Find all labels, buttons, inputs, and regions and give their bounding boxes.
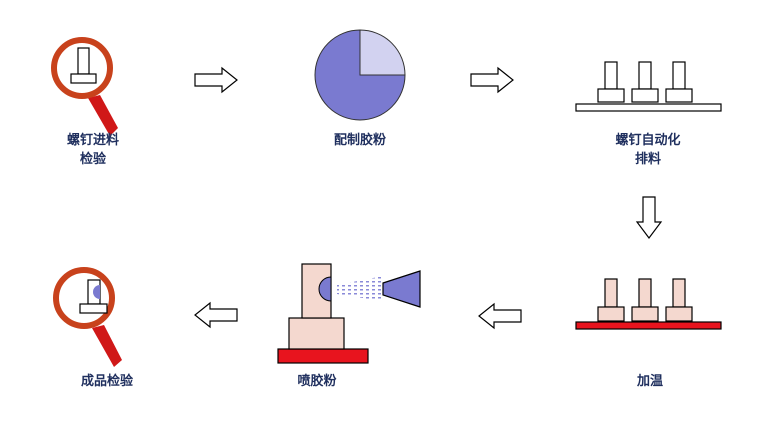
step2-label: 配制胶粉 [333, 133, 386, 148]
arrow-right-icon [470, 66, 514, 94]
magnifier-handle [88, 95, 118, 136]
step5-label: 喷胶粉 [297, 374, 337, 389]
step4-heating-icon [575, 278, 722, 330]
screw-shaft [77, 47, 90, 75]
screw-head [79, 303, 108, 314]
rack-plate [575, 103, 722, 112]
step3-label: 螺钉自动化 排料 [615, 133, 681, 167]
step5-powder-spraying-icon [277, 263, 421, 364]
spray-mist [337, 276, 383, 301]
step6-final-inspection-icon [53, 267, 122, 367]
step1-label: 螺钉进料 检验 [66, 133, 119, 167]
screw [597, 61, 625, 103]
spray-gun-nozzle [382, 270, 421, 308]
arrow-left-icon [194, 301, 238, 329]
step1-incoming-inspection-icon [51, 37, 118, 136]
screw [665, 278, 693, 322]
screw [665, 61, 693, 103]
screw [597, 278, 625, 322]
screw [631, 278, 659, 322]
screw-head [70, 73, 97, 84]
magnifier-handle [92, 325, 122, 367]
arrow-left-icon [478, 302, 522, 330]
coating-half-circle [93, 285, 100, 299]
step6-label: 成品检验 [80, 374, 133, 389]
pie-highlight-slice [359, 29, 406, 76]
coating-half-circle [318, 276, 332, 302]
step4-label: 加温 [636, 374, 663, 389]
step2-powder-preparation-icon [314, 29, 406, 121]
pie-main-slice [314, 29, 406, 121]
spray-base-plate [277, 348, 369, 364]
heated-plate [575, 321, 722, 330]
arrow-down-icon [635, 196, 663, 239]
screw [631, 61, 659, 103]
arrow-right-icon [194, 66, 238, 94]
magnifier-lens [53, 267, 115, 329]
step3-screw-arrangement-icon [575, 61, 722, 112]
screw-head-block [288, 317, 345, 350]
